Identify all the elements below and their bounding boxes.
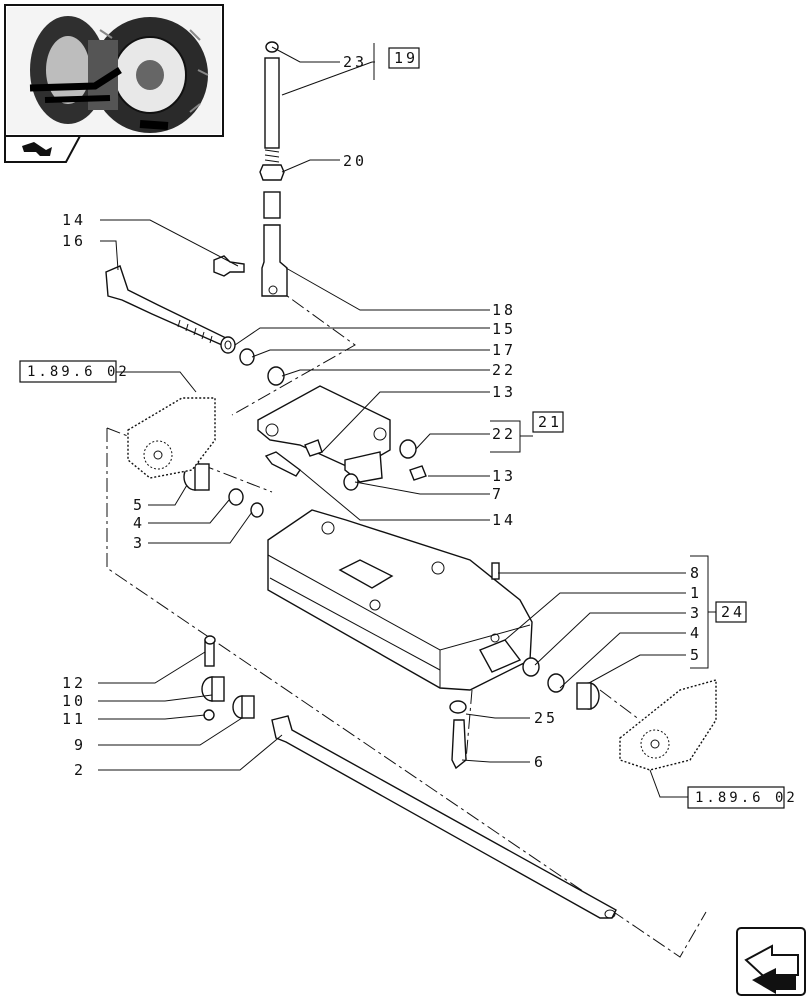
callout-23: 23 bbox=[343, 53, 367, 71]
callout-25: 25 bbox=[534, 709, 558, 727]
section-arrow-icon[interactable] bbox=[4, 135, 82, 163]
left-reference-link[interactable]: 1.89.6 02 bbox=[19, 360, 130, 383]
right-bushes bbox=[522, 657, 600, 710]
left-bushes bbox=[183, 463, 264, 518]
callout-6: 6 bbox=[534, 753, 546, 771]
callout-13-top: 13 bbox=[492, 383, 516, 401]
callout-14-bottom: 14 bbox=[492, 511, 516, 529]
right-reference-link[interactable]: 1.89.6 02 bbox=[687, 786, 798, 809]
callout-9: 9 bbox=[74, 736, 86, 754]
callout-labels: 23 19 20 14 16 18 15 17 22 13 21 22 13 7… bbox=[62, 47, 747, 779]
callout-4-right: 4 bbox=[690, 624, 702, 642]
callout-8: 8 bbox=[690, 564, 702, 582]
ref-box-24[interactable]: 24 bbox=[715, 601, 747, 623]
callout-24: 24 bbox=[721, 603, 745, 621]
left-reference-label: 1.89.6 02 bbox=[27, 364, 130, 380]
callout-19: 19 bbox=[394, 49, 418, 67]
callout-4-left: 4 bbox=[133, 514, 145, 532]
callout-10: 10 bbox=[62, 692, 86, 710]
lower-fasteners bbox=[201, 635, 467, 770]
vertical-rod-assembly bbox=[259, 41, 288, 297]
callout-16: 16 bbox=[62, 232, 86, 250]
callout-5-left: 5 bbox=[133, 496, 145, 514]
callout-20: 20 bbox=[343, 152, 367, 170]
callout-13-bottom: 13 bbox=[492, 467, 516, 485]
callout-18: 18 bbox=[492, 301, 516, 319]
callout-17: 17 bbox=[492, 341, 516, 359]
upper-bolts bbox=[105, 255, 285, 386]
callout-7: 7 bbox=[492, 485, 504, 503]
left-mount-bracket bbox=[127, 397, 216, 479]
callout-2: 2 bbox=[74, 761, 86, 779]
callout-22-top: 22 bbox=[492, 361, 516, 379]
callout-22-bottom: 22 bbox=[492, 425, 516, 443]
callout-11: 11 bbox=[62, 710, 86, 728]
callout-3-right: 3 bbox=[690, 604, 702, 622]
ref-box-21[interactable]: 21 bbox=[532, 411, 564, 433]
next-page-arrow-icon[interactable] bbox=[736, 927, 806, 996]
callout-1: 1 bbox=[690, 584, 702, 602]
callout-15: 15 bbox=[492, 320, 516, 338]
cross-shaft bbox=[271, 715, 617, 919]
callout-5-right: 5 bbox=[690, 646, 702, 664]
callout-21: 21 bbox=[538, 413, 562, 431]
right-reference-label: 1.89.6 02 bbox=[695, 790, 798, 806]
upper-bracket bbox=[257, 385, 427, 491]
callout-3-left: 3 bbox=[133, 534, 145, 552]
ref-box-19[interactable]: 19 bbox=[388, 47, 420, 69]
right-mount-bracket bbox=[619, 679, 717, 771]
main-housing bbox=[267, 509, 533, 691]
callout-14-top: 14 bbox=[62, 211, 86, 229]
tractor-thumbnail-icon[interactable] bbox=[4, 4, 224, 137]
leader-lines bbox=[98, 43, 716, 798]
callout-12: 12 bbox=[62, 674, 86, 692]
